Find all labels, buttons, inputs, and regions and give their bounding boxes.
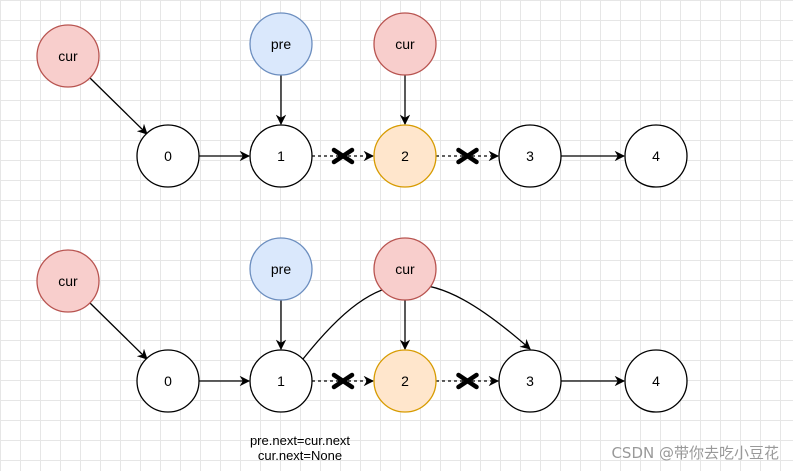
diagram-after: cur pre cur 0 1 2 3 4 pre.next=cur.nextcur.next=…	[36, 237, 688, 463]
node-label: 2	[401, 148, 409, 164]
node-n3: 3	[498, 349, 562, 413]
node-label: 3	[526, 373, 534, 389]
node-label: pre	[271, 261, 291, 277]
diagram-before: cur pre cur 0 1 2 3 4	[36, 12, 688, 188]
cut-mark-icon	[456, 147, 479, 165]
node-n2: 2	[373, 349, 437, 413]
node-label: cur	[58, 273, 78, 289]
edge-cur-to-node-0	[89, 77, 148, 135]
node-cur-a: cur	[36, 24, 100, 88]
watermark: CSDN @带你去吃小豆花	[611, 444, 779, 462]
node-cur-b: cur	[373, 12, 437, 76]
node-cur-a: cur	[36, 249, 100, 313]
node-label: 0	[164, 373, 172, 389]
caption-line: cur.next=None	[258, 448, 342, 463]
node-label: 2	[401, 373, 409, 389]
node-n1: 1	[249, 349, 313, 413]
node-n1: 1	[249, 124, 313, 188]
node-label: 4	[652, 373, 660, 389]
cut-mark-icon	[331, 147, 355, 165]
node-label: 4	[652, 148, 660, 164]
cut-mark-icon	[456, 372, 479, 390]
node-n2: 2	[373, 124, 437, 188]
node-n4: 4	[624, 349, 688, 413]
node-label: 0	[164, 148, 172, 164]
node-label: 1	[277, 373, 285, 389]
node-pre: pre	[249, 12, 313, 76]
node-label: cur	[58, 48, 78, 64]
node-label: cur	[395, 36, 415, 52]
node-n0: 0	[136, 124, 200, 188]
node-n0: 0	[136, 349, 200, 413]
node-n4: 4	[624, 124, 688, 188]
edge-cur-to-node-0	[89, 302, 148, 360]
node-n3: 3	[498, 124, 562, 188]
caption-line: pre.next=cur.next	[250, 433, 350, 448]
node-label: cur	[395, 261, 415, 277]
node-pre: pre	[249, 237, 313, 301]
node-cur-b: cur	[373, 237, 437, 301]
node-label: pre	[271, 36, 291, 52]
cut-mark-icon	[331, 372, 355, 390]
node-label: 1	[277, 148, 285, 164]
node-label: 3	[526, 148, 534, 164]
